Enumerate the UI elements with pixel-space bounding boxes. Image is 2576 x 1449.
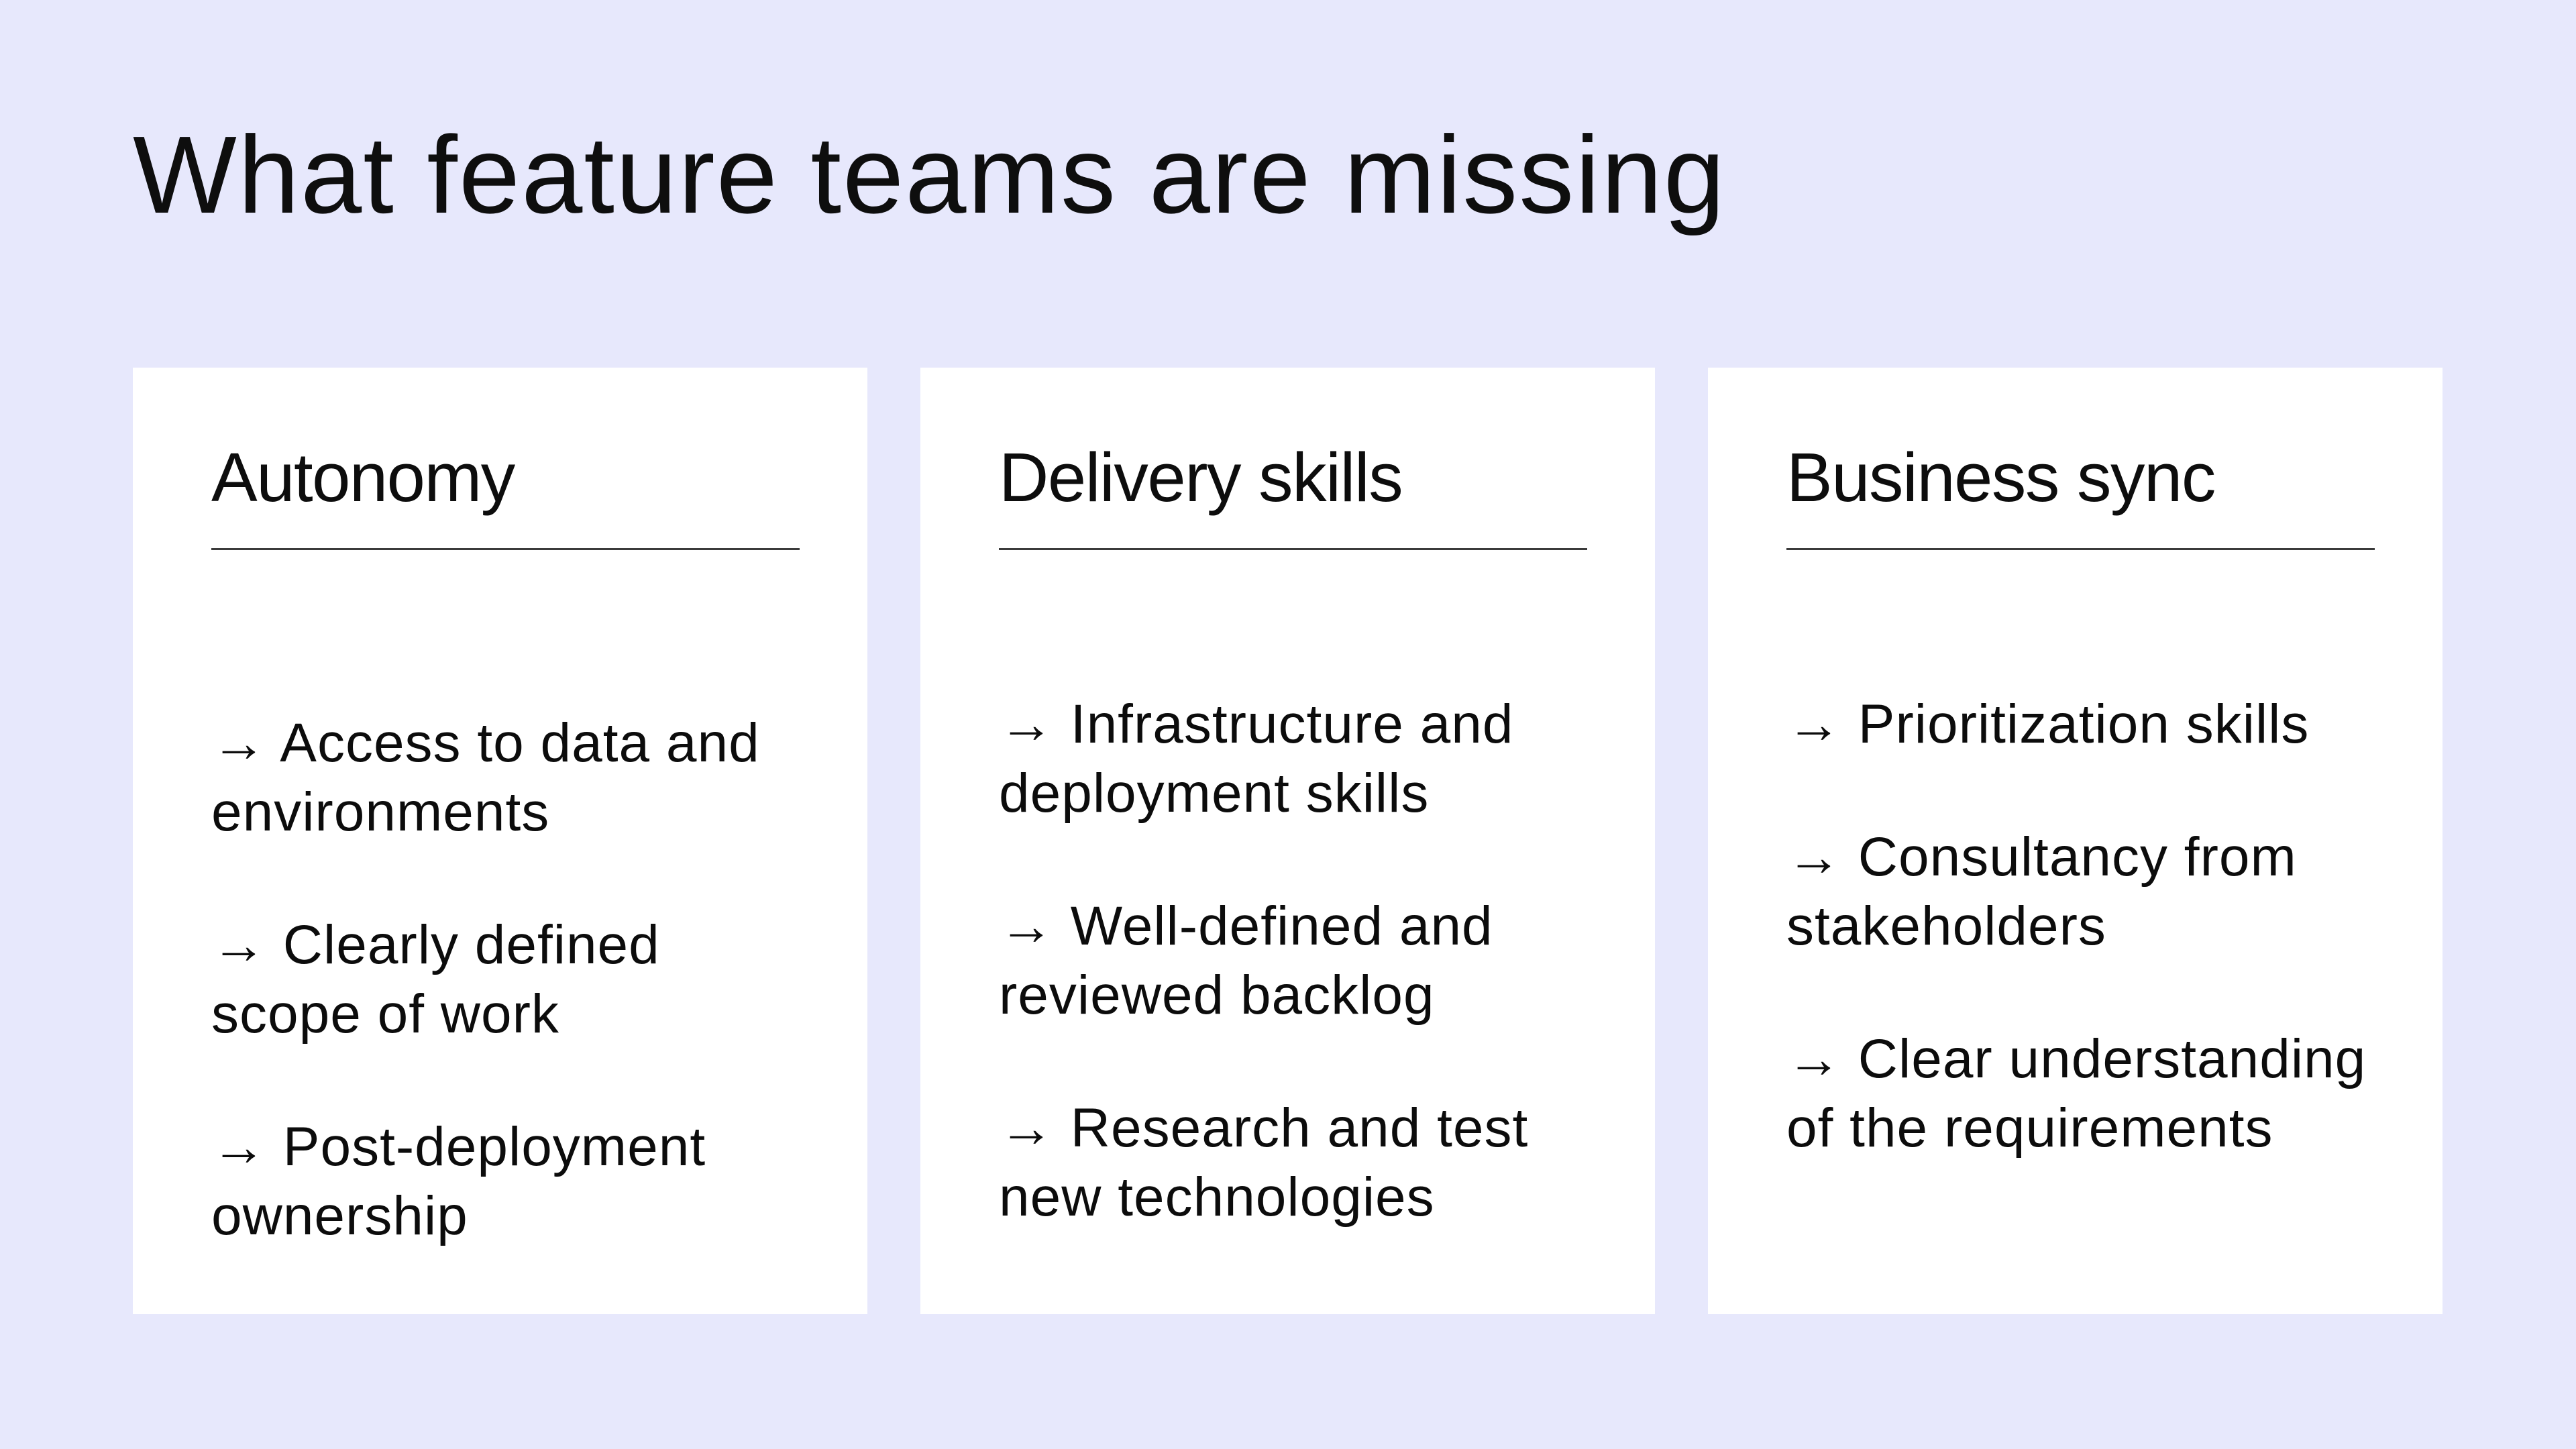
card-business-sync-items: → Prioritization skills → Consultancy fr…	[1786, 690, 2375, 1163]
card-delivery-skills: Delivery skills → Infrastructure and dep…	[920, 368, 1655, 1314]
page-title: What feature teams are missing	[133, 113, 1727, 236]
card-divider	[1786, 548, 2375, 550]
card-business-sync-heading: Business sync	[1786, 439, 2216, 516]
cards-row: Autonomy → Access to data and environmen…	[133, 368, 2443, 1314]
bullet-item: → Prioritization skills	[1786, 694, 2310, 755]
bullet-item: → Access to data and environments	[211, 712, 760, 843]
bullet-item: → Infrastructure and deployment skills	[999, 694, 1514, 824]
bullet-item: → Post-deployment ownership	[211, 1116, 706, 1246]
bullet-item: → Clearly defined scope of work	[211, 914, 660, 1044]
bullet-item: → Consultancy from stakeholders	[1786, 826, 2297, 957]
card-divider	[211, 548, 800, 550]
card-divider	[999, 548, 1587, 550]
card-delivery-skills-heading: Delivery skills	[999, 439, 1403, 516]
card-autonomy-heading: Autonomy	[211, 439, 515, 516]
card-delivery-skills-items: → Infrastructure and deployment skills →…	[999, 690, 1587, 1232]
bullet-item: → Research and test new technologies	[999, 1097, 1529, 1228]
card-autonomy-items: → Access to data and environments → Clea…	[211, 708, 800, 1250]
card-autonomy: Autonomy → Access to data and environmen…	[133, 368, 867, 1314]
bullet-item: → Well-defined and reviewed backlog	[999, 896, 1493, 1026]
bullet-item: → Clear understanding of the requirement…	[1786, 1028, 2367, 1159]
card-business-sync: Business sync → Prioritization skills → …	[1708, 368, 2443, 1314]
